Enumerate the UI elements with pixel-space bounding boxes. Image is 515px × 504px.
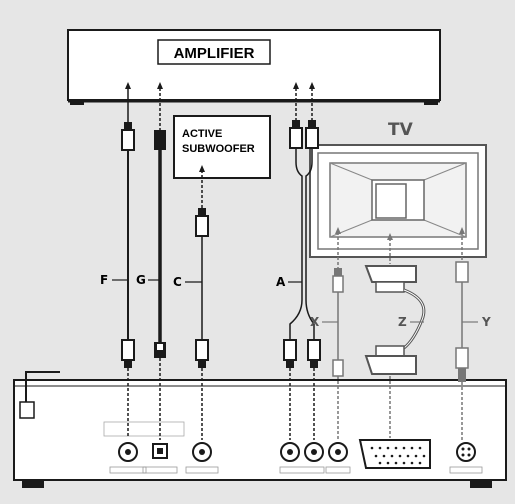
dvd-player-rear-panel bbox=[13, 371, 507, 488]
label-z: Z bbox=[398, 315, 407, 329]
cable-g-optical bbox=[154, 82, 166, 440]
cable-a-audio bbox=[283, 82, 321, 440]
tv-label: TV bbox=[388, 120, 414, 140]
active-subwoofer: ACTIVE SUBWOOFER bbox=[173, 115, 271, 179]
label-x: X bbox=[310, 315, 320, 329]
label-f: F bbox=[100, 273, 108, 287]
cable-y-svideo bbox=[455, 227, 469, 440]
cable-f-coaxial bbox=[121, 82, 135, 438]
cable-c-subwoofer bbox=[195, 165, 209, 440]
cable-x-video bbox=[332, 227, 344, 440]
cable-z-scart bbox=[364, 233, 426, 438]
audio-out-l-jack bbox=[280, 442, 300, 462]
label-g: G bbox=[136, 273, 146, 287]
cable-labels: F G C A X Z Y bbox=[100, 273, 491, 329]
label-y: Y bbox=[481, 315, 491, 329]
subwoofer-label-line2: SUBWOOFER bbox=[182, 143, 255, 155]
amplifier-label-box bbox=[157, 39, 271, 65]
amplifier: AMPLIFIER bbox=[67, 29, 441, 105]
amplifier-label: AMPLIFIER bbox=[174, 45, 255, 62]
label-a: A bbox=[276, 275, 286, 289]
subwoofer-out-jack bbox=[185, 442, 219, 474]
audio-out-r-jack bbox=[304, 442, 324, 462]
scart-out-socket bbox=[358, 439, 431, 469]
optical-out-jack bbox=[142, 443, 178, 474]
coaxial-out-jack bbox=[109, 442, 147, 474]
tv: TV bbox=[309, 120, 487, 258]
subwoofer-label-line1: ACTIVE bbox=[182, 128, 222, 140]
label-c: C bbox=[173, 275, 182, 289]
s-video-out-jack bbox=[449, 442, 483, 474]
cvbs-out-jack bbox=[325, 442, 351, 474]
